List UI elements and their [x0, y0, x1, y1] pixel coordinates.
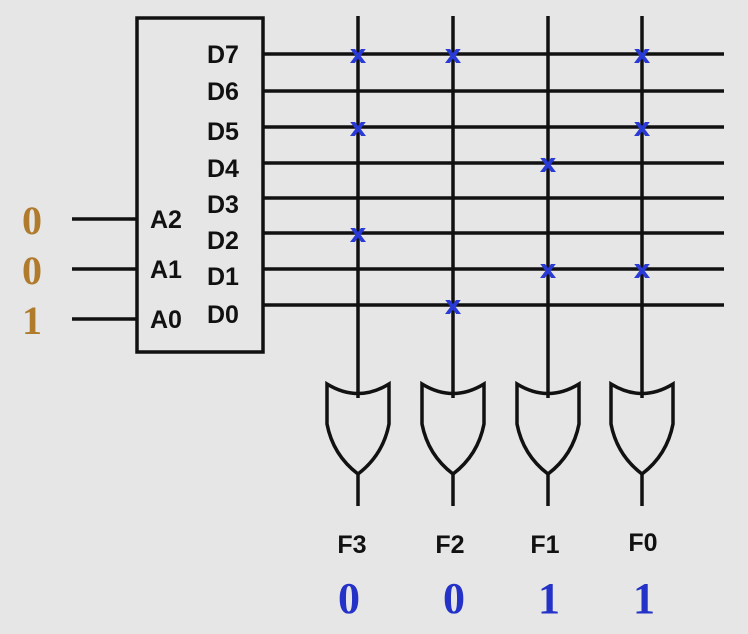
- decoder-inputs: A2 A1 A0 0 0 1: [22, 198, 182, 343]
- output-label-d7: D7: [207, 41, 239, 69]
- connection-mark-f0-d1: x: [634, 255, 651, 285]
- decoder-box: [135, 16, 265, 354]
- output-value-f3: 0: [338, 574, 360, 623]
- input-value-a0: 1: [22, 298, 42, 343]
- output-label-d0: D0: [207, 301, 239, 329]
- connection-mark-f2-d7: x: [445, 40, 462, 70]
- output-label-d5: D5: [207, 118, 239, 146]
- or-gate-f0: [609, 380, 675, 477]
- gate-label-f3: F3: [337, 531, 366, 559]
- output-label-d2: D2: [207, 227, 239, 255]
- or-gates: F3 F2 F1 F0 0 0 1 1: [325, 16, 675, 623]
- connection-mark-f0-d7: x: [634, 40, 651, 70]
- gate-label-f0: F0: [628, 529, 657, 557]
- connection-mark-f3-d2: x: [350, 219, 367, 249]
- output-label-d4: D4: [207, 155, 239, 183]
- connection-mark-f0-d5: x: [634, 113, 651, 143]
- gate-label-f2: F2: [435, 531, 464, 559]
- output-value-f0: 1: [633, 574, 655, 623]
- or-gate-f3: [325, 380, 391, 477]
- connection-mark-f3-d5: x: [350, 113, 367, 143]
- input-value-a1: 0: [22, 248, 42, 293]
- input-label-a2: A2: [150, 206, 182, 234]
- connection-mark-f2-d0: x: [445, 291, 462, 321]
- input-label-a0: A0: [150, 306, 182, 334]
- output-label-d6: D6: [207, 78, 239, 106]
- connection-marks: x x x x x x x x x x: [350, 40, 651, 321]
- gate-label-f1: F1: [530, 531, 559, 559]
- connection-mark-f1-d1: x: [540, 255, 557, 285]
- output-label-d1: D1: [207, 263, 239, 291]
- output-value-f1: 1: [538, 574, 560, 623]
- or-gate-f1: [515, 380, 581, 477]
- output-value-f2: 0: [443, 574, 465, 623]
- decoder-outputs: D7 D6 D5 D4 D3 D2 D1 D0: [207, 41, 724, 329]
- or-gate-f2: [420, 380, 486, 477]
- connection-mark-f1-d4: x: [540, 149, 557, 179]
- input-value-a2: 0: [22, 198, 42, 243]
- connection-mark-f3-d7: x: [350, 40, 367, 70]
- output-label-d3: D3: [207, 191, 239, 219]
- input-label-a1: A1: [150, 256, 182, 284]
